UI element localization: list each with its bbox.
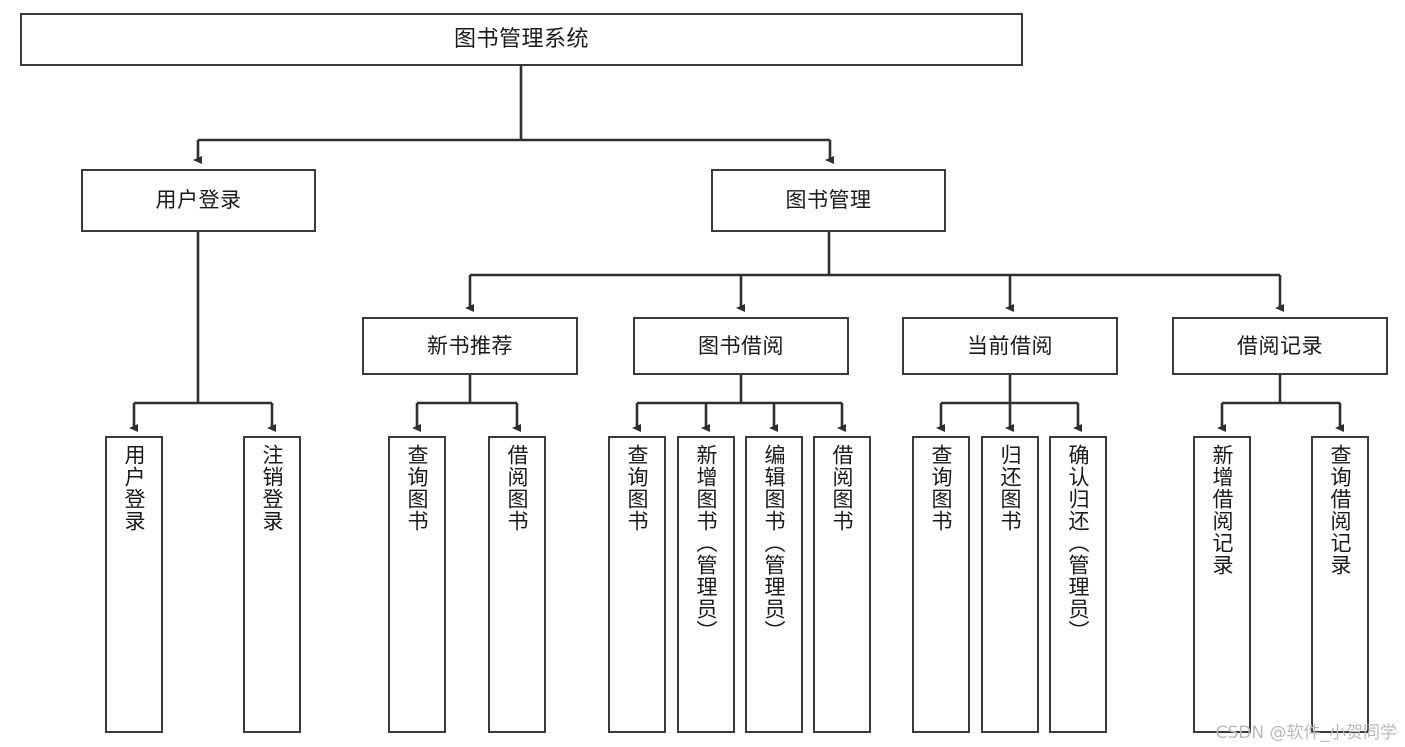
node-label: 新书推荐 bbox=[427, 333, 513, 358]
node-label: 新增借阅记录 bbox=[1210, 444, 1235, 576]
node-label: 借阅图书 bbox=[830, 444, 855, 532]
leaf-borrow-borrow-book[interactable]: 借阅图书 bbox=[813, 436, 871, 733]
csdn-watermark: CSDN @软件_小贺同学 bbox=[1215, 723, 1397, 743]
node-label: 新增图书（管理员） bbox=[694, 444, 719, 642]
node-label: 当前借阅 bbox=[967, 333, 1053, 358]
node-label: 借阅记录 bbox=[1237, 333, 1323, 358]
leaf-borrow-add-book[interactable]: 新增图书（管理员） bbox=[677, 436, 735, 733]
node-borrow-record[interactable]: 借阅记录 bbox=[1172, 317, 1388, 375]
leaf-borrow-edit-book[interactable]: 编辑图书（管理员） bbox=[745, 436, 803, 733]
leaf-recommend-borrow-book[interactable]: 借阅图书 bbox=[488, 436, 546, 733]
leaf-record-add-record[interactable]: 新增借阅记录 bbox=[1193, 436, 1251, 733]
node-label: 查询图书 bbox=[929, 444, 954, 532]
node-label: 查询借阅记录 bbox=[1328, 444, 1353, 576]
node-label: 查询图书 bbox=[625, 444, 650, 532]
leaf-recommend-query-book[interactable]: 查询图书 bbox=[388, 436, 446, 733]
node-book-management[interactable]: 图书管理 bbox=[711, 169, 946, 232]
leaf-borrow-query-book[interactable]: 查询图书 bbox=[608, 436, 666, 733]
node-label: 借阅图书 bbox=[505, 444, 530, 532]
leaf-record-query-record[interactable]: 查询借阅记录 bbox=[1311, 436, 1369, 733]
node-label: 确认归还（管理员） bbox=[1066, 444, 1091, 642]
node-root-system[interactable]: 图书管理系统 bbox=[20, 13, 1023, 66]
leaf-current-return-book[interactable]: 归还图书 bbox=[981, 436, 1039, 733]
node-label: 图书管理系统 bbox=[453, 26, 589, 52]
leaf-user-login-logout[interactable]: 注销登录 bbox=[243, 436, 301, 733]
leaf-current-query-book[interactable]: 查询图书 bbox=[912, 436, 970, 733]
node-current-borrow[interactable]: 当前借阅 bbox=[902, 317, 1118, 375]
node-label: 用户登录 bbox=[122, 444, 147, 532]
leaf-user-login-login[interactable]: 用户登录 bbox=[105, 436, 163, 733]
node-label: 查询图书 bbox=[405, 444, 430, 532]
node-label: 图书管理 bbox=[785, 188, 872, 213]
node-label: 编辑图书（管理员） bbox=[762, 444, 787, 642]
leaf-current-confirm-return[interactable]: 确认归还（管理员） bbox=[1049, 436, 1107, 733]
node-new-book-recommend[interactable]: 新书推荐 bbox=[362, 317, 578, 375]
node-user-login[interactable]: 用户登录 bbox=[81, 169, 316, 232]
node-label: 用户登录 bbox=[155, 188, 242, 213]
node-label: 归还图书 bbox=[998, 444, 1023, 532]
node-label: 注销登录 bbox=[260, 444, 285, 532]
node-book-borrow[interactable]: 图书借阅 bbox=[633, 317, 849, 375]
node-label: 图书借阅 bbox=[698, 333, 784, 358]
